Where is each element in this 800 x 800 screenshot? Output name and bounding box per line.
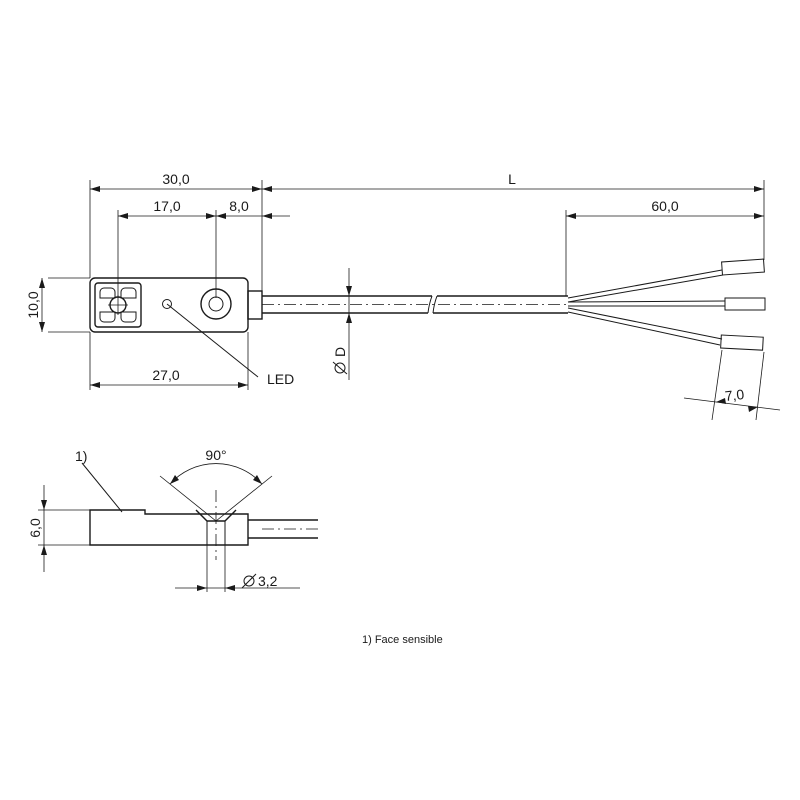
led-indicator — [162, 299, 172, 309]
cable-diameter-label: D — [332, 347, 348, 375]
dim-cable-length: L — [508, 171, 516, 187]
dim-thickness: 6,0 — [27, 518, 43, 538]
dim-hole-to-end: 8,0 — [229, 198, 249, 214]
top-view: 30,0 L 17,0 8,0 60,0 10,0 27,0 LED D 7,0 — [25, 171, 781, 421]
footnote-leader — [81, 462, 123, 513]
diameter-symbol-icon — [334, 362, 346, 374]
dim-to-mount-hole: 17,0 — [153, 198, 180, 214]
dim-to-led: 27,0 — [152, 367, 179, 383]
extension-lines — [48, 180, 765, 421]
cable-gland — [247, 290, 263, 320]
dimension-lines — [39, 186, 781, 412]
diameter-symbol-icon — [243, 575, 255, 587]
dim-total-length: 30,0 — [162, 171, 189, 187]
cable-diameter: D — [332, 347, 348, 357]
angle-arc — [169, 463, 263, 485]
wires — [567, 258, 766, 351]
led-leader-line — [166, 303, 259, 378]
footnote-marker: 1) — [75, 448, 87, 464]
countersink-angle: 90° — [205, 447, 226, 463]
cable — [262, 295, 568, 314]
side-view: 1) 90° 6,0 3,2 — [27, 447, 320, 592]
footnote-text: 1) Face sensible — [362, 634, 443, 646]
hole-diameter: 3,2 — [258, 573, 278, 589]
side-body-outline — [89, 509, 249, 546]
led-label: LED — [267, 371, 294, 387]
dim-ferrule: 7,0 — [724, 386, 745, 404]
hole-diameter-label: 3,2 — [241, 573, 278, 589]
dim-height: 10,0 — [25, 291, 41, 318]
dim-wire-strip: 60,0 — [651, 198, 678, 214]
